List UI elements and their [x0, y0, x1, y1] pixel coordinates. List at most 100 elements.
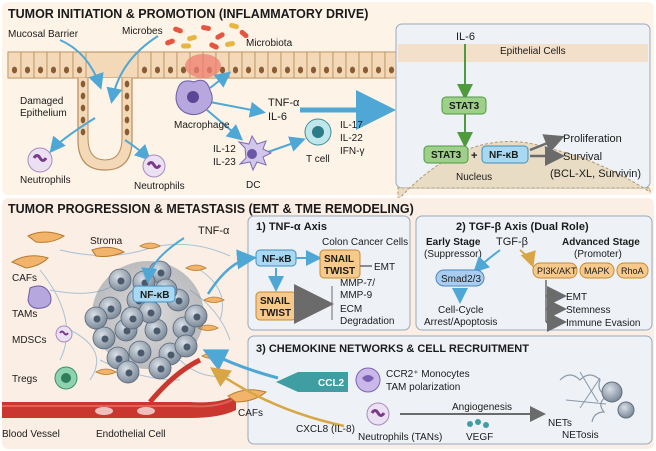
tumor-cell-nucleus	[147, 309, 155, 317]
macrophage-label: Macrophage	[174, 120, 230, 131]
epithelial-cell	[228, 51, 243, 79]
stat3-nucleus-box	[423, 145, 469, 164]
mucosal-epithelium	[7, 51, 399, 171]
nucleus-label: Nucleus	[456, 172, 492, 183]
nets-label: NETs	[548, 418, 572, 429]
tumor-cell-nucleus	[141, 279, 149, 287]
stroma-caf	[95, 368, 117, 375]
tams-label: TAMs	[12, 309, 37, 320]
microbe-pill	[181, 43, 191, 49]
stroma-caf	[203, 296, 225, 303]
stroma-caf	[185, 264, 207, 271]
epithelial-nucleus	[336, 66, 343, 74]
chemo-cafs-label: CAFs	[238, 408, 263, 419]
snail-2-label: SNAIL	[260, 296, 290, 307]
proliferation-arrow	[529, 134, 565, 153]
tumor-cell-nucleus	[123, 327, 131, 335]
il17-label: IL-17	[340, 120, 363, 131]
cxcl8-to-tumor-arrow	[209, 367, 345, 428]
epithelial-nucleus	[141, 66, 148, 74]
mapk-box	[579, 262, 615, 279]
epithelial-nucleus	[323, 66, 330, 74]
epithelial-cell	[371, 51, 386, 79]
twist-1-label: TWIST	[324, 266, 355, 277]
panel-il6-label: IL-6	[456, 31, 475, 43]
tumor-cell-nucleus	[153, 327, 161, 335]
tumor-to-nfkb-arrow	[206, 249, 257, 295]
early-stage-label: Early Stage	[426, 237, 481, 248]
tumor-cell-nucleus	[183, 343, 191, 351]
smad-box	[435, 269, 485, 287]
tumor-cell-nucleus	[93, 315, 101, 323]
survival-label: Survival	[563, 151, 602, 163]
crypt-nucleus	[80, 104, 86, 112]
tcell-label: T cell	[306, 154, 330, 165]
pi3k-box	[532, 262, 578, 279]
endothelial-label: Endothelial Cell	[96, 429, 166, 440]
mucosal-barrier-label: Mucosal Barrier	[8, 29, 79, 40]
stroma-caf	[197, 324, 219, 331]
epithelial-cell	[137, 51, 152, 79]
epithelial-nucleus	[180, 66, 187, 74]
crypt-nucleus	[80, 92, 86, 100]
epithelial-nucleus	[167, 66, 174, 74]
microbe-pill	[165, 38, 175, 46]
damage-spot	[185, 54, 221, 78]
ccr2-label: CCR2⁺ Monocytes	[386, 369, 470, 380]
epithelial-title: Epithelial Cells	[500, 46, 566, 57]
stroma-fiber	[39, 269, 68, 361]
tnf-label: TNF-α	[268, 97, 300, 109]
microbe-pill	[173, 26, 183, 34]
tumor-cell-nucleus	[129, 315, 137, 323]
epithelial-cell	[254, 51, 269, 79]
epithelial-nucleus	[11, 66, 18, 74]
macrophage-cell	[175, 79, 213, 116]
macrophage-dc-arrow	[206, 109, 244, 141]
ccl2-arrow-shape	[276, 372, 348, 392]
neutrophils-left-label: Neutrophils	[20, 175, 71, 186]
monocyte-cell	[355, 367, 381, 393]
snail-1-label: SNAIL	[324, 254, 354, 265]
epithelial-cell	[332, 51, 347, 79]
ecm-label: ECM	[340, 304, 362, 315]
ifng-label: IFN-γ	[340, 146, 364, 157]
stat3-nucleus-label: STAT3	[431, 150, 462, 161]
barrier-arrow	[59, 39, 104, 90]
macrophage-tnf-arrow	[209, 101, 266, 118]
epithelial-nucleus	[76, 66, 83, 74]
nfkb-nucleus-label: NF-κB	[489, 150, 518, 161]
advanced-stage-label: Advanced Stage	[562, 237, 640, 248]
mdscs-label: MDSCs	[12, 335, 46, 346]
suppressor-label: (Suppressor)	[424, 249, 482, 260]
epithelial-cell	[293, 51, 308, 79]
microbes-label: Microbes	[122, 26, 163, 37]
tumor-cell-nucleus	[167, 351, 175, 359]
tnf-to-tumor-arrow	[141, 237, 185, 284]
treg-cell	[54, 366, 78, 390]
angiogenesis-label: Angiogenesis	[452, 402, 512, 413]
epithelial-nucleus	[362, 66, 369, 74]
microbe-pill	[239, 29, 249, 39]
twist-2-label: TWIST	[260, 308, 291, 319]
epithelial-cell	[241, 51, 256, 79]
neutrophil-left	[27, 147, 53, 173]
mapk-label: MAPK	[584, 266, 610, 276]
tgf-axis-title: 2) TGF-β Axis (Dual Role)	[456, 221, 589, 233]
epithelial-cell	[72, 51, 87, 79]
stroma-caf	[139, 242, 161, 249]
section2-title: TUMOR PROGRESSION & METASTASIS (EMT & TM…	[8, 202, 414, 216]
epithelial-cell	[7, 51, 22, 79]
vegf-particles	[467, 419, 489, 428]
epithelial-cell	[150, 51, 165, 79]
neutrophil-mid	[142, 154, 166, 178]
mmp9-label: MMP-9	[340, 290, 373, 301]
netosis-label: NETosis	[562, 430, 599, 441]
epithelial-nucleus	[37, 66, 44, 74]
tan-neutrophil-cell	[366, 402, 390, 426]
macrophage-up-arrow	[209, 71, 232, 89]
smad-label: Smad2/3	[441, 274, 481, 285]
pi3k-label: PI3K/AKT	[537, 266, 577, 276]
tumor-cell-nucleus	[117, 277, 125, 285]
